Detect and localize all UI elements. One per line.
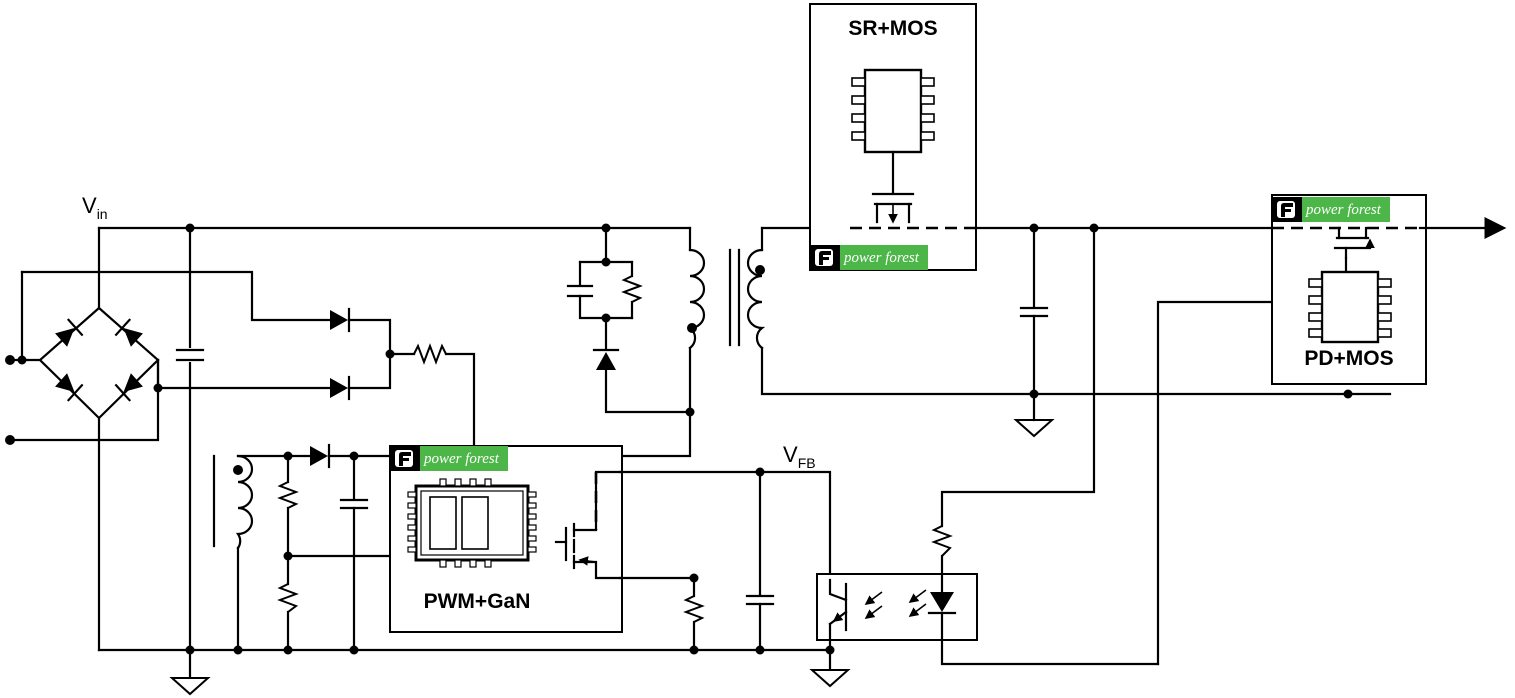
pwm-gan-block: PWM+GaN <box>389 445 623 633</box>
bridge-rectifier <box>38 226 160 652</box>
aux-winding <box>212 443 392 652</box>
output-node-1 <box>1029 223 1039 233</box>
snubber-node-top <box>601 257 611 267</box>
startup-diodes <box>330 307 476 448</box>
output-wiring <box>940 226 1274 666</box>
rcd-snubber <box>566 226 692 414</box>
svg-text:power forest: power forest <box>1305 202 1382 218</box>
bulk-capacitor <box>175 348 205 362</box>
bridge-node-right <box>153 383 163 393</box>
pd-brand-badge: power forest <box>1272 197 1390 222</box>
pwm-block-label: PWM+GaN <box>424 590 531 613</box>
cs-node <box>689 573 699 583</box>
power-forest-logo-icon <box>1277 201 1295 218</box>
ac-input-wiring <box>8 270 332 442</box>
vfb-label: VFB <box>783 442 816 471</box>
transformer <box>686 226 1392 414</box>
gnd-node-5 <box>755 645 765 655</box>
aux-node-1 <box>283 451 293 461</box>
ground-icon <box>169 677 211 696</box>
startup-node <box>385 349 395 359</box>
svg-text:power forest: power forest <box>423 451 500 467</box>
primary-ground-rail <box>97 648 832 670</box>
gnd-node-3 <box>349 645 359 655</box>
pd-block-label: PD+MOS <box>1304 347 1393 370</box>
svg-text:power forest: power forest <box>843 250 920 266</box>
gnd-node-2 <box>283 645 293 655</box>
hv-rail-node <box>185 223 195 233</box>
ac-terminal-2 <box>5 435 15 445</box>
pd-mos-block: PD+MOS <box>1271 194 1427 385</box>
output-node-2 <box>1089 223 1099 233</box>
output-return-node <box>1029 389 1039 399</box>
sr-brand-badge: power forest <box>810 245 928 270</box>
optocoupler <box>816 525 1160 666</box>
vin-label: Vin <box>82 193 108 222</box>
ac-node-1 <box>17 355 27 365</box>
power-forest-logo-icon <box>395 450 413 467</box>
power-forest-logo-icon <box>815 249 833 266</box>
snubber-node-bottom <box>601 313 611 323</box>
output-return-node-2 <box>1343 389 1353 399</box>
ground-icon <box>1013 419 1055 438</box>
feedback-wiring <box>618 470 832 652</box>
gnd-node-4 <box>689 645 699 655</box>
ground-icon <box>809 669 851 688</box>
aux-node-3 <box>283 551 293 561</box>
gnd-node-1 <box>233 645 243 655</box>
aux-node-2 <box>349 451 359 461</box>
fb-node <box>755 467 765 477</box>
sr-mos-block: SR+MOS <box>809 3 977 271</box>
pwm-brand-badge: power forest <box>390 446 508 471</box>
hv-rail <box>97 226 692 678</box>
sr-block-label: SR+MOS <box>848 17 937 40</box>
brand-badge-bg <box>840 245 928 270</box>
ac-terminal-1 <box>5 355 15 365</box>
